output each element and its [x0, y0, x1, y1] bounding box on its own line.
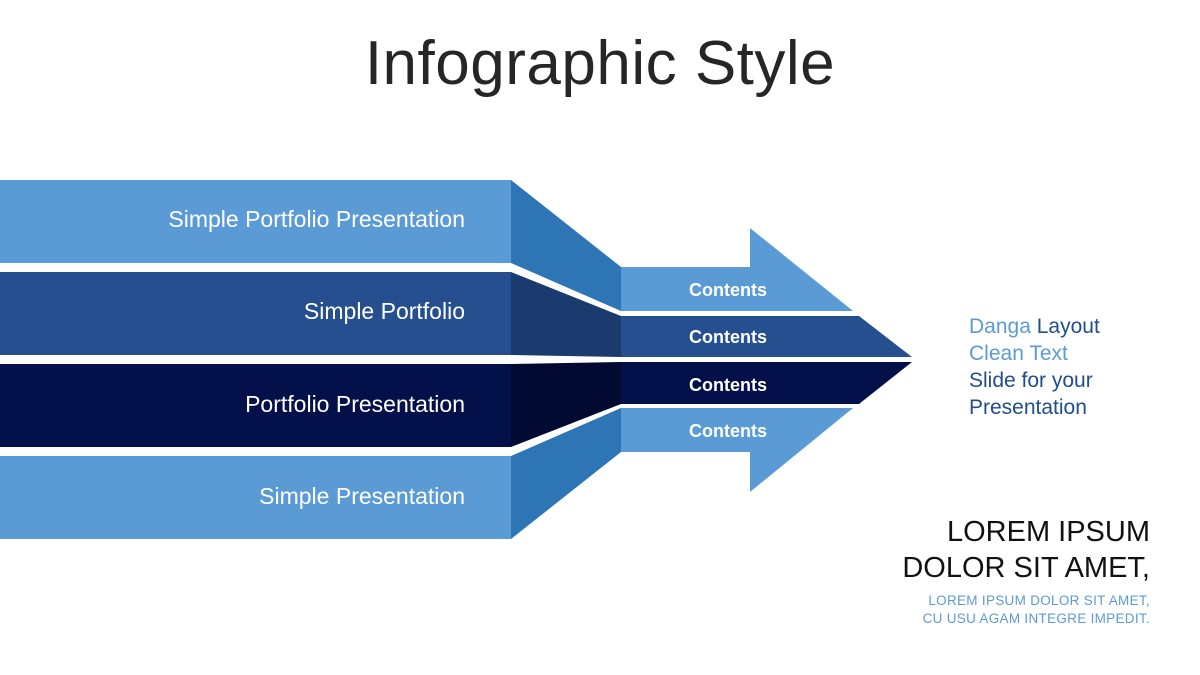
band-3-side — [511, 362, 621, 447]
arrow-segment-1 — [621, 228, 853, 311]
side-text-danga: Danga — [969, 315, 1031, 338]
lorem-sub-line2: CU USU AGAM INTEGRE IMPEDIT. — [922, 611, 1150, 626]
arrow-segment-3 — [621, 362, 912, 404]
band-1-side — [511, 180, 621, 311]
band-2-side — [511, 272, 621, 357]
arrow-segment-4 — [621, 408, 853, 492]
lorem-heading-line2: DOLOR SIT AMET, — [902, 552, 1150, 584]
band-2 — [0, 272, 511, 355]
band-4-label: Simple Presentation — [259, 483, 465, 509]
arrow-segment-1-label: Contents — [689, 280, 767, 300]
arrow-segment-3-label: Contents — [689, 375, 767, 395]
arrow-segment-4-label: Contents — [689, 421, 767, 441]
lorem-block: LOREM IPSUM DOLOR SIT AMET, LOREM IPSUM … — [902, 514, 1150, 628]
band-3-label: Portfolio Presentation — [245, 391, 465, 417]
page-title: Infographic Style — [364, 29, 836, 98]
lorem-heading-line1: LOREM IPSUM — [946, 516, 1150, 548]
band-1-label: Simple Portfolio Presentation — [168, 206, 465, 232]
band-1 — [0, 180, 511, 263]
band-4 — [0, 456, 511, 539]
side-text-line3: Slide for your — [969, 369, 1093, 392]
side-text-layout: Layout — [1030, 315, 1100, 338]
lorem-sub-line1: LOREM IPSUM DOLOR SIT AMET, — [928, 593, 1150, 608]
side-text-line4: Presentation — [969, 396, 1087, 419]
arrow-segment-2-label: Contents — [689, 327, 767, 347]
arrow-segment-2 — [621, 316, 912, 357]
side-description: Danga Layout Clean Text Slide for your P… — [969, 313, 1100, 421]
band-3 — [0, 364, 511, 447]
band-2-label: Simple Portfolio — [304, 298, 465, 324]
side-text-line2: Clean Text — [969, 342, 1068, 365]
band-4-side — [511, 408, 621, 539]
